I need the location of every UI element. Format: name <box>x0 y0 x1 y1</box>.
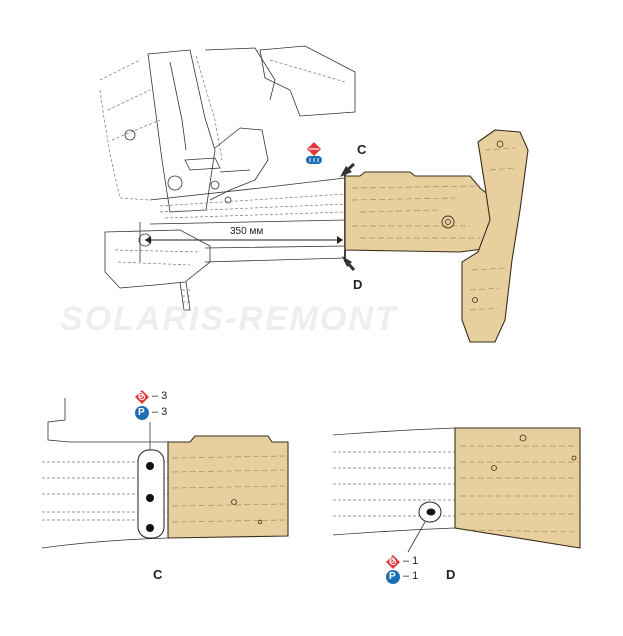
plug-weld-letter-c: P <box>138 407 145 418</box>
arrow-c <box>340 162 356 177</box>
arrow-d <box>342 256 356 272</box>
view-d-label: D <box>446 567 456 582</box>
spot-weld-letter-d: D <box>389 556 395 565</box>
watermark: SOLARIS-REMONT <box>60 300 398 338</box>
arrow-d-label: D <box>353 277 363 292</box>
plug-weld-count-c: – 3 <box>152 406 168 418</box>
spot-weld-count-c: – 3 <box>152 390 168 402</box>
plug-weld-count-d: – 1 <box>403 570 419 582</box>
detail-view-d <box>332 427 581 584</box>
welding-symbol-top <box>306 142 322 164</box>
view-c-label: C <box>153 567 163 582</box>
main-view <box>99 45 529 343</box>
spot-weld-letter-c: D <box>138 391 144 400</box>
dimension-350 <box>145 236 343 244</box>
body-structure <box>99 45 356 311</box>
spot-weld-count-d: – 1 <box>403 555 419 567</box>
new-rail-panel <box>344 129 529 343</box>
arrow-c-label: C <box>357 142 367 157</box>
plug-weld-letter-d: P <box>389 571 396 582</box>
detail-view-c <box>41 390 289 549</box>
dimension-label: 350 мм <box>228 226 266 237</box>
